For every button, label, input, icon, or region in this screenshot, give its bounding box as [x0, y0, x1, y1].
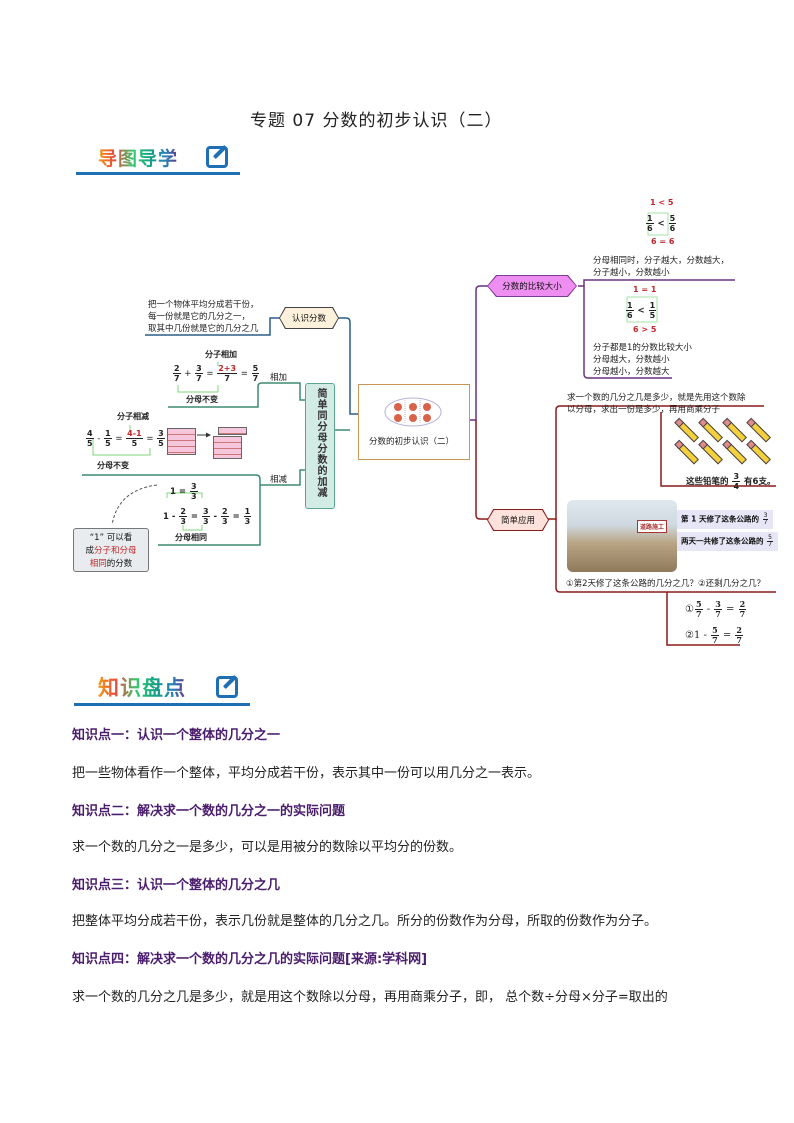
section-underline: [76, 172, 240, 175]
node-add-sub-label: 简单同分母分数的加减: [315, 388, 326, 498]
road-construction-illustration: 道路施工: [567, 500, 677, 572]
connector-pencils: [660, 412, 776, 487]
connector-add: [168, 382, 305, 408]
pencil-icon: [701, 420, 723, 443]
section-underline: [74, 703, 250, 706]
dashed-arrow: [111, 484, 158, 526]
knowledge-body: 求一个数的几分之几是多少，就是用这个数除以分母，再用商乘分子，即， 总个数÷分母…: [72, 990, 668, 1005]
pencil-icon: [749, 442, 771, 465]
knowledge-heading: 知识点一：认识一个整体的几分之一: [72, 728, 281, 743]
fraction-bar-remaining: [213, 436, 242, 459]
pencil-icon: [677, 420, 699, 443]
note-line: 成分子和分母: [85, 546, 137, 556]
connector-apply-road: [555, 519, 776, 593]
road-question: ①第2天修了这条公路的几分之几？②还剩几分之几？: [566, 579, 766, 589]
pencil-icon: [701, 442, 723, 465]
node-apply-label: 简单应用: [488, 510, 548, 530]
node-compare[interactable]: 分数的比较大小: [487, 275, 577, 297]
compare2-bottom: 6 > 5: [633, 325, 657, 334]
knowledge-heading: 知识点二：解决求一个数的几分之一的实际问题: [72, 804, 346, 819]
connector-compare-case2: [583, 286, 672, 379]
section-title: 知识盘点: [98, 672, 186, 702]
section-header-knowledge: 知识盘点: [74, 668, 252, 708]
recognize-desc-line: 把一个物体平均分成若干份，: [148, 300, 259, 310]
section-title: 导图导学: [98, 144, 178, 171]
connector-recognize-desc: [145, 317, 280, 336]
pencil-icon: [725, 420, 747, 443]
pencils-illustration: [672, 418, 772, 468]
center-label: 分数的初步认识（二）: [369, 437, 455, 447]
recognize-desc: 把一个物体平均分成若干份， 每一份就是它的几分之一， 取其中几份就是它的几分之几: [148, 299, 259, 335]
connector-recognize-center: [338, 317, 358, 415]
sub-label: 相减: [270, 475, 288, 485]
node-apply[interactable]: 简单应用: [487, 509, 549, 531]
knowledge-heading: 知识点四：解决求一个数的几分之几的实际问题[来源:学科网]: [72, 952, 428, 967]
connector-compare: [468, 285, 488, 421]
node-add-sub[interactable]: 简单同分母分数的加减: [305, 383, 335, 509]
note-line: “1” 可以看: [89, 533, 133, 543]
road-sign: 道路施工: [637, 520, 668, 533]
compare-box-1: [647, 212, 669, 236]
compare2-desc: 分子都是1的分数比较大小 分母越大，分数越小 分母越小，分数越大: [593, 343, 692, 377]
edit-icon: [216, 676, 238, 698]
connector-sub: [260, 469, 305, 486]
apply-desc: 求一个数的几分之几是多少，就是先用这个数除 以分母，求出一份是多少，再用商乘分子: [567, 393, 746, 415]
pencil-icon: [677, 442, 699, 465]
compare-box-2: [626, 296, 658, 323]
recognize-desc-line: 每一份就是它的几分之一，: [148, 312, 251, 322]
pencil-icon: [749, 420, 771, 443]
compare1-desc: 分母相同时，分子越大，分数越大， 分子越小，分数越小: [593, 256, 730, 278]
add-top-note: 分子相加: [205, 350, 237, 359]
mindmap-connectors: [82, 212, 776, 646]
fraction-bar-diagram: [167, 428, 196, 455]
node-center[interactable]: 分数的初步认识（二）: [358, 384, 470, 460]
node-recognize[interactable]: 认识分数: [279, 307, 339, 329]
apples-illustration: [384, 397, 442, 427]
page-title: 专题 07 分数的初步认识（二）: [250, 111, 503, 131]
recognize-desc-line: 取其中几份就是它的几分之几: [148, 324, 259, 334]
node-compare-label: 分数的比较大小: [488, 276, 576, 296]
knowledge-body: 求一个数的几分之一是多少，可以是用被分的数除以平均分的份数。: [72, 840, 463, 855]
bracket-sub: [92, 438, 151, 456]
compare1-bottom: 6 = 6: [651, 237, 675, 246]
connector-sub-one: [82, 474, 261, 546]
add-bottom-note: 分母不变: [186, 395, 218, 404]
sub-top-note: 分子相减: [117, 412, 149, 421]
bracket-one: [166, 492, 203, 498]
connector-apply-desc: [548, 405, 764, 520]
compare1-top: 1 < 5: [650, 198, 674, 207]
compare2-top: 1 = 1: [633, 285, 657, 294]
knowledge-body: 把整体平均分成若干份，表示几份就是整体的几分之几。所分的份数作为分母，所取的份数…: [72, 914, 658, 929]
add-label: 相加: [270, 373, 288, 383]
connector-compare-case1: [578, 279, 735, 287]
note-box: “1” 可以看 成分子和分母 相同的分数: [73, 528, 149, 572]
connector-answers: [666, 592, 740, 646]
sub-bottom-note: 分母不变: [97, 461, 129, 470]
section-header-mindmap: 导图导学: [76, 140, 241, 176]
fraction-bar-removed: [218, 427, 247, 435]
note-line: 相同的分数: [89, 559, 133, 569]
edit-icon: [206, 146, 228, 168]
knowledge-heading: 知识点三：认识一个整体的几分之几: [72, 878, 281, 893]
connector-apply: [475, 420, 488, 520]
knowledge-body: 把一些物体看作一个整体，平均分成若干份，表示其中一份可以用几分之一表示。: [72, 766, 541, 781]
one-bottom-note: 分母相同: [175, 533, 207, 542]
node-recognize-label: 认识分数: [280, 308, 338, 328]
bracket-add: [177, 385, 219, 393]
pencil-icon: [725, 442, 747, 465]
